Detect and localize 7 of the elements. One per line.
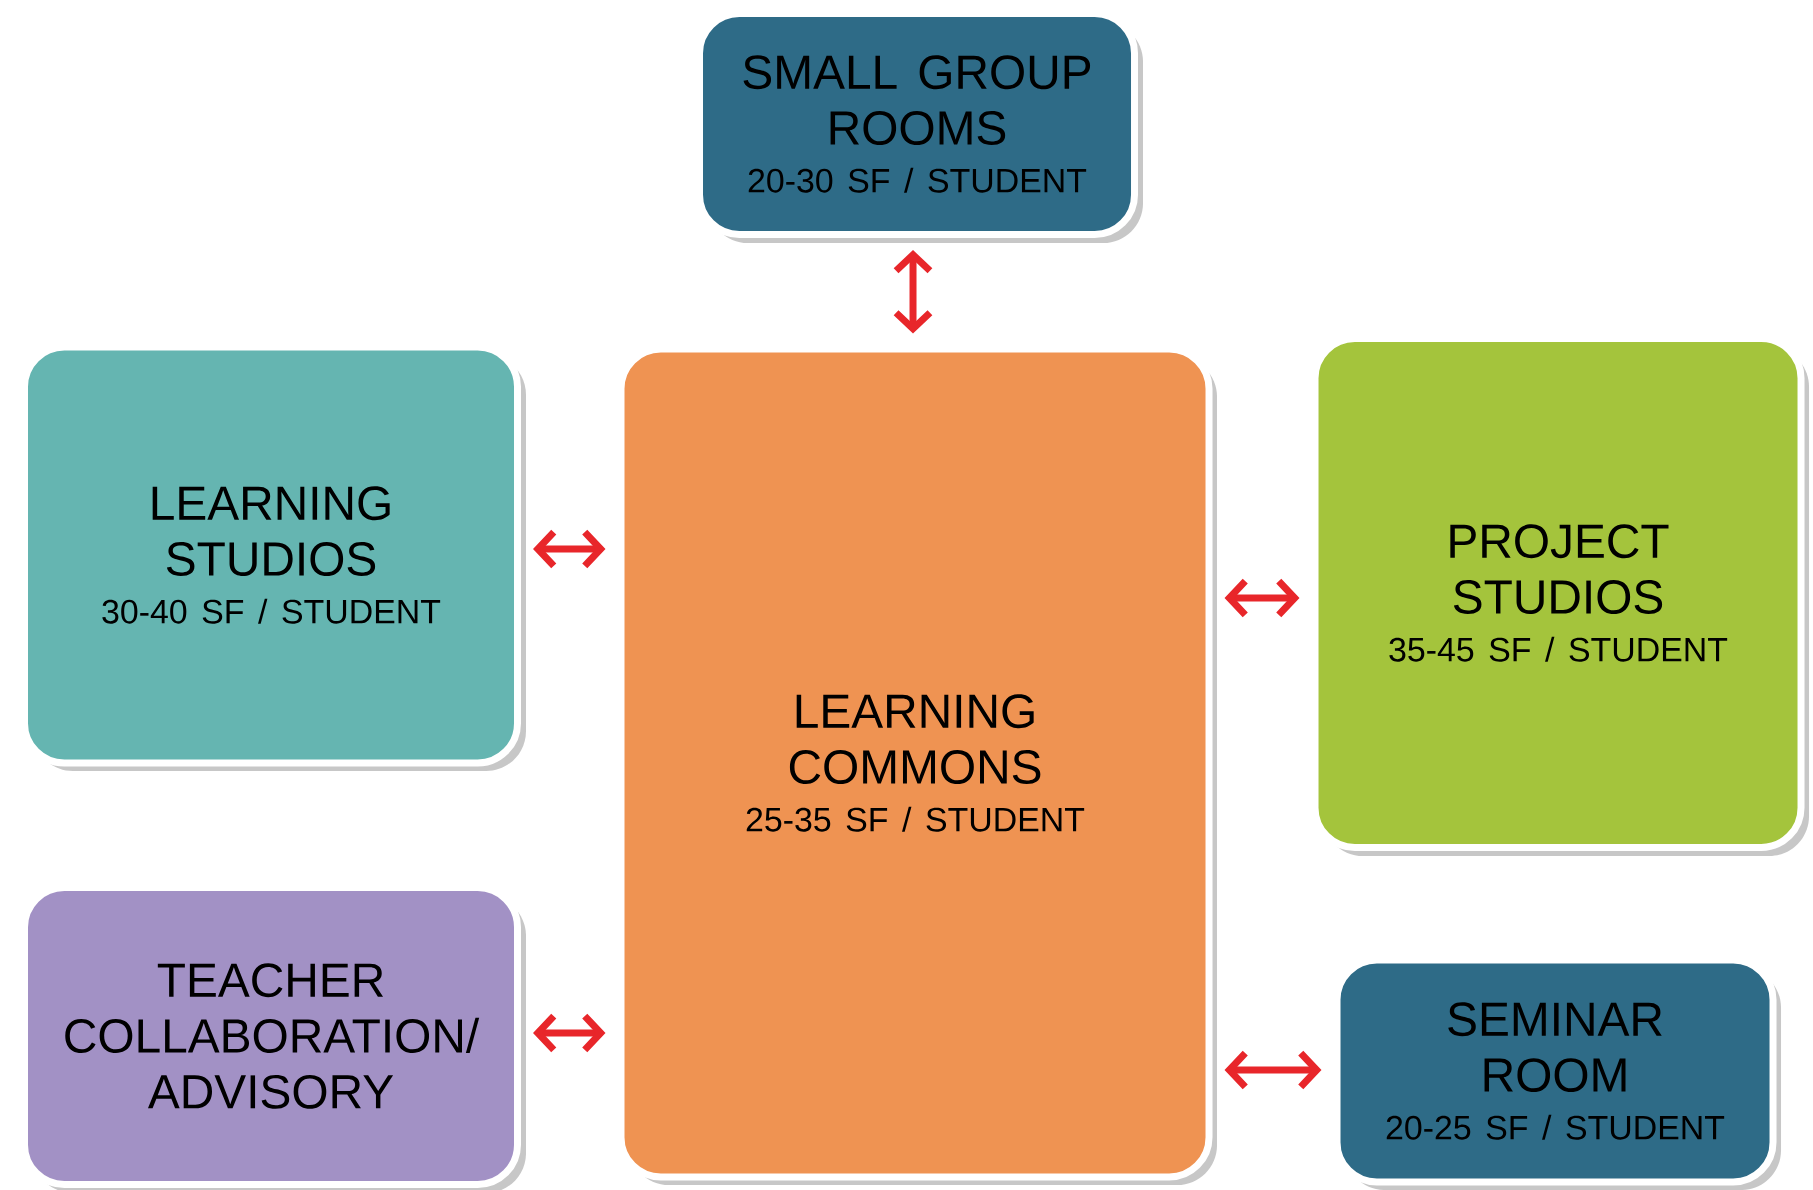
room-box: SMALL GROUP ROOMS 20-30 SF / STUDENT bbox=[696, 10, 1143, 243]
double-arrow bbox=[1224, 1050, 1322, 1090]
room-box: LEARNING STUDIOS 30-40 SF / STUDENT bbox=[21, 343, 526, 771]
room-box: SEMINAR ROOM 20-25 SF / STUDENT bbox=[1333, 956, 1781, 1190]
room-box: TEACHER COLLABORATION/ ADVISORY bbox=[21, 884, 526, 1190]
room-box: PROJECT STUDIOS 35-45 SF / STUDENT bbox=[1311, 335, 1809, 856]
room-box: LEARNING COMMONS 25-35 SF / STUDENT bbox=[617, 345, 1217, 1185]
